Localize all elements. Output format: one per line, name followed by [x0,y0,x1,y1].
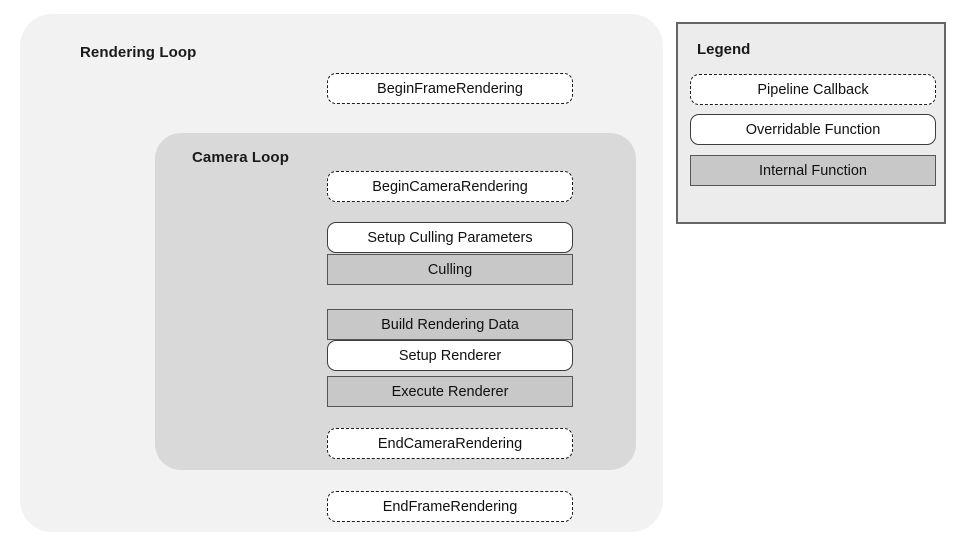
legend-item-pipeline-callback: Pipeline Callback [690,74,936,105]
legend-item-overridable-function: Overridable Function [690,114,936,145]
legend-title: Legend [697,41,751,58]
flow-node-begincamerarendering: BeginCameraRendering [327,171,573,202]
flow-node-culling: Culling [327,254,573,285]
flow-node-build-rendering-data: Build Rendering Data [327,309,573,340]
rendering-loop-title: Rendering Loop [80,44,197,61]
flow-node-endcamerarendering: EndCameraRendering [327,428,573,459]
flow-node-setup-culling-parameters: Setup Culling Parameters [327,222,573,253]
camera-loop-title: Camera Loop [192,149,289,166]
flow-node-execute-renderer: Execute Renderer [327,376,573,407]
legend-item-internal-function: Internal Function [690,155,936,186]
flow-node-beginframerendering: BeginFrameRendering [327,73,573,104]
flow-node-endframerendering: EndFrameRendering [327,491,573,522]
flow-node-setup-renderer: Setup Renderer [327,340,573,371]
